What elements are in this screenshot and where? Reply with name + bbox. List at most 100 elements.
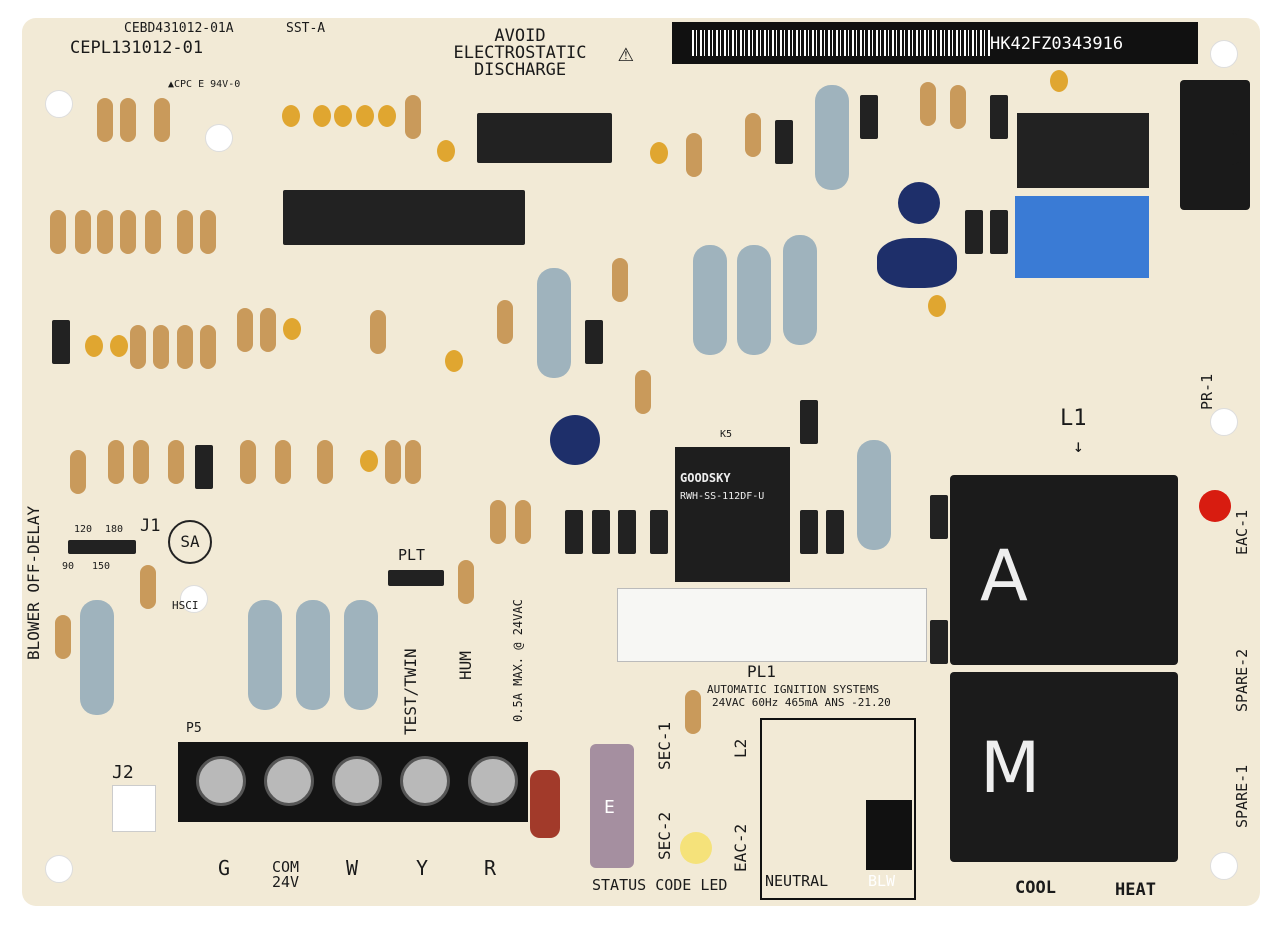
neutral-label: NEUTRAL <box>765 872 829 890</box>
barcode-label: HK42FZ0343916 <box>672 22 1198 64</box>
resistor <box>685 690 701 734</box>
terminal-screw-com[interactable] <box>264 756 314 806</box>
relay-k3 <box>1017 113 1149 188</box>
resistor <box>200 325 216 369</box>
terminal-screw-w[interactable] <box>332 756 382 806</box>
terminal-screw-r[interactable] <box>468 756 518 806</box>
diode <box>860 95 878 139</box>
rating-label: 24VAC 60Hz 465mA ANS -21.20 <box>712 696 891 709</box>
part-number: CEPL131012-01 <box>70 38 204 58</box>
terminal-screw-y[interactable] <box>400 756 450 806</box>
relay-k5: GOODSKY RWH-SS-112DF-U <box>675 447 790 582</box>
l2-label: L2 <box>731 738 750 758</box>
diode <box>650 510 668 554</box>
diode <box>565 510 583 554</box>
mount-hole <box>180 585 208 613</box>
capacitor <box>445 350 463 372</box>
hsci-label: HSCI <box>172 599 199 612</box>
blw-label: BLW <box>868 872 896 890</box>
resistor <box>130 325 146 369</box>
j2-connector[interactable] <box>112 785 156 832</box>
relay-k4 <box>1015 196 1149 278</box>
diode <box>930 495 948 539</box>
terminal-r-label: R <box>484 856 497 880</box>
resistor <box>635 370 651 414</box>
cpc-label: ▲CPC E 94V-0 <box>168 79 241 90</box>
mount-hole <box>45 855 73 883</box>
resistor <box>70 450 86 494</box>
mount-hole <box>1210 40 1238 68</box>
resistor <box>108 440 124 484</box>
eac1-led <box>1199 490 1231 522</box>
mount-hole <box>45 90 73 118</box>
neutral-terminals[interactable] <box>760 718 916 900</box>
capacitor-c16 <box>877 238 957 288</box>
ind-hst-label: IND HST <box>1231 120 1246 175</box>
heat-label: HEAT <box>1115 880 1156 900</box>
terminal-com-label: COM 24V <box>272 858 300 891</box>
csa-logo: SA <box>168 520 212 564</box>
capacitor <box>334 105 352 127</box>
resistor <box>950 85 966 129</box>
diode <box>52 320 70 364</box>
resistor <box>920 82 936 126</box>
sec1-label: SEC-1 <box>655 721 674 770</box>
diode <box>800 400 818 444</box>
resistor-r1 <box>537 268 571 378</box>
mount-hole <box>1210 852 1238 880</box>
capacitor <box>283 318 301 340</box>
terminal-block-p5 <box>178 742 528 822</box>
resistor-r15 <box>80 600 114 715</box>
spare2-label: SPARE-2 <box>1233 648 1251 712</box>
ic-u2 <box>477 113 612 163</box>
terminal-w-label: W <box>346 856 359 880</box>
resistor <box>177 210 193 254</box>
jumper-150: 150 <box>92 561 111 572</box>
resistor <box>385 440 401 484</box>
capacitor <box>378 105 396 127</box>
pl1-connector[interactable] <box>617 588 927 662</box>
resistor <box>133 440 149 484</box>
capacitor-c1 <box>530 770 560 838</box>
terminal-screw-g[interactable] <box>196 756 246 806</box>
arrow-down-icon: ↓ <box>1073 436 1084 457</box>
fuse[interactable]: E <box>590 744 634 868</box>
capacitor <box>928 295 946 317</box>
status-led-label: STATUS CODE LED <box>592 876 728 894</box>
diode <box>585 320 603 364</box>
resistor-r33 <box>693 245 727 355</box>
sec2-label: SEC-2 <box>655 811 674 860</box>
diode <box>990 210 1008 254</box>
resistor <box>745 113 761 157</box>
jumper-90: 90 <box>62 561 75 572</box>
diode <box>826 510 844 554</box>
resistor-r18 <box>857 440 891 550</box>
eac1-label: EAC-1 <box>1233 509 1251 555</box>
resistor <box>50 210 66 254</box>
resistor <box>153 325 169 369</box>
resistor <box>168 440 184 484</box>
ignition-label: AUTOMATIC IGNITION SYSTEMS <box>707 683 880 696</box>
capacitor <box>1050 70 1068 92</box>
ind-hst-connector[interactable] <box>1180 80 1250 210</box>
blw-terminal[interactable] <box>866 800 912 870</box>
p5-label: P5 <box>186 721 202 736</box>
terminal-y-label: Y <box>416 856 429 880</box>
capacitor <box>650 142 668 164</box>
resistor <box>240 440 256 484</box>
blower-jumper[interactable] <box>68 540 136 554</box>
plt-connector[interactable] <box>388 570 444 586</box>
resistor-r38 <box>783 235 817 345</box>
eac2-label: EAC-2 <box>731 823 750 872</box>
j2-label: J2 <box>112 762 134 783</box>
resistor <box>497 300 513 344</box>
diode <box>930 620 948 664</box>
serial-number: HK42FZ0343916 <box>990 34 1124 54</box>
diode <box>965 210 983 254</box>
resistor <box>317 440 333 484</box>
resistor <box>55 615 71 659</box>
relay-a: A <box>950 475 1178 665</box>
j1-label: J1 <box>140 516 161 536</box>
resistor <box>97 98 113 142</box>
